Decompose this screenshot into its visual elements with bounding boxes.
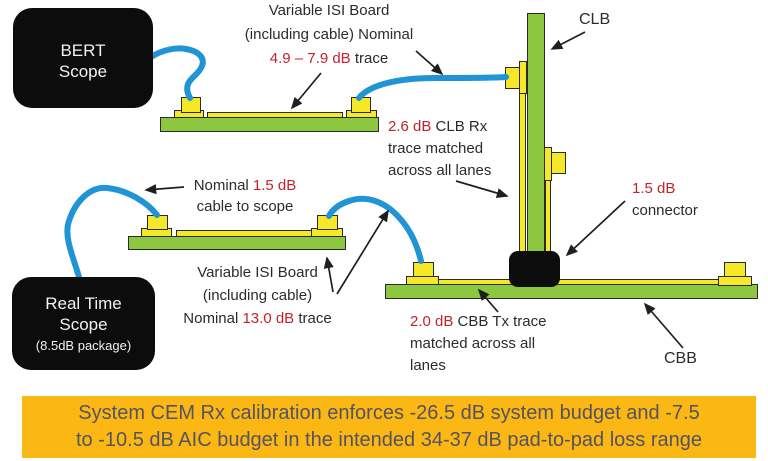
clb-rx-line2: trace matched <box>388 140 484 157</box>
isi1-right-connector <box>351 97 371 113</box>
cbb-tx-line3: lanes <box>410 357 446 374</box>
bert-scope-box: BERT Scope <box>13 8 153 108</box>
real-time-scope-box: Real Time Scope (8.5dB package) <box>12 277 155 370</box>
label-isi-top: Variable ISI Board (including cable) Nom… <box>229 0 429 71</box>
isi-top-suffix: trace <box>350 50 389 67</box>
label-cbb: CBB <box>664 350 697 367</box>
clb-rx-line3: across all lanes <box>388 162 492 179</box>
cbb-tx-line2: matched across all <box>410 335 536 352</box>
isi2-left-connector <box>147 215 168 230</box>
bert-scope-label-line1: BERT <box>60 41 106 60</box>
bert-scope-label-line2: Scope <box>58 62 108 81</box>
arrow-cablescope-label <box>144 184 185 195</box>
label-clb: CLB <box>579 11 611 28</box>
label-cable-scope: Nominal 1.5 dB cable to scope <box>180 175 310 217</box>
clb-right-connector <box>551 152 566 174</box>
isi1-left-connector <box>181 97 201 113</box>
isi-bottom-prefix: Nominal <box>183 310 243 327</box>
clb-cbb-connector <box>509 251 560 287</box>
cable-scope-value: 1.5 dB <box>252 177 297 194</box>
rts-label-line2: Scope <box>59 315 108 334</box>
isi1-board <box>160 117 379 132</box>
summary-banner: System CEM Rx calibration enforces -26.5… <box>22 396 756 458</box>
connector-value: 1.5 dB <box>632 180 676 197</box>
cbb-tx-value: 2.0 dB <box>410 313 454 330</box>
banner-line1: System CEM Rx calibration enforces -26.5… <box>78 402 700 424</box>
cable-isi1-to-clb <box>356 74 509 101</box>
cbb-right-connector-base <box>718 276 752 286</box>
clb-left-trace-strip <box>519 92 526 254</box>
isi-top-line2: (including cable) Nominal <box>244 26 414 43</box>
banner-line2: to -10.5 dB AIC budget in the intended 3… <box>76 429 702 451</box>
isi-bottom-value: 13.0 dB <box>242 310 295 327</box>
clb-left-connector-inner <box>519 61 527 94</box>
cable-bert-to-isi1 <box>148 45 206 101</box>
isi2-right-connector <box>317 215 338 230</box>
cbb-tx-rest: CBB Tx trace <box>453 313 547 330</box>
clb-rx-line1: 2.6 dB CLB Rx <box>388 116 491 138</box>
label-clb-rx: 2.6 dB CLB Rx trace matched across all l… <box>388 116 491 182</box>
connector-line2: connector <box>632 202 698 219</box>
clb-left-connector <box>505 67 520 89</box>
label-connector: 1.5 dB connector <box>632 178 698 222</box>
cbb-tx-line1: 2.0 dB CBB Tx trace <box>410 311 546 333</box>
isi-bottom-line2: (including cable) <box>202 287 313 304</box>
isi-top-value: 4.9 – 7.9 dB <box>269 50 351 67</box>
arrow-clb-label <box>550 31 586 50</box>
rts-label-line3: (8.5dB package) <box>35 338 132 353</box>
cbb-right-connector <box>724 262 746 277</box>
isi-bottom-suffix: trace <box>294 310 332 327</box>
isi-top-line3: 4.9 – 7.9 dB trace <box>229 47 429 71</box>
rts-label-line1: Real Time <box>45 294 122 313</box>
cable-scope-line1: Nominal 1.5 dB <box>180 175 310 196</box>
label-isi-bottom: Variable ISI Board (including cable) Nom… <box>160 261 355 330</box>
clb-rx-rest: CLB Rx <box>431 118 488 135</box>
arrow-cbb-label <box>643 302 684 349</box>
isi-bottom-line3: Nominal 13.0 dB trace <box>160 307 355 330</box>
cbb-board <box>385 284 758 299</box>
isi-top-line1: Variable ISI Board <box>268 2 390 19</box>
isi-bottom-line1: Variable ISI Board <box>197 264 318 281</box>
clb-board <box>527 13 545 253</box>
arrow-connector-label <box>565 200 626 257</box>
cable-scope-prefix: Nominal <box>193 177 253 194</box>
arrow-isitop-to-board <box>290 72 322 110</box>
arrow-clbrx-label <box>455 180 509 199</box>
clb-rx-value: 2.6 dB <box>388 118 432 135</box>
label-cbb-tx: 2.0 dB CBB Tx trace matched across all l… <box>410 311 546 377</box>
cable-scope-line2: cable to scope <box>196 198 294 215</box>
cbb-left-connector-base <box>406 276 439 285</box>
isi2-board <box>128 236 346 250</box>
cbb-left-connector <box>413 262 434 277</box>
